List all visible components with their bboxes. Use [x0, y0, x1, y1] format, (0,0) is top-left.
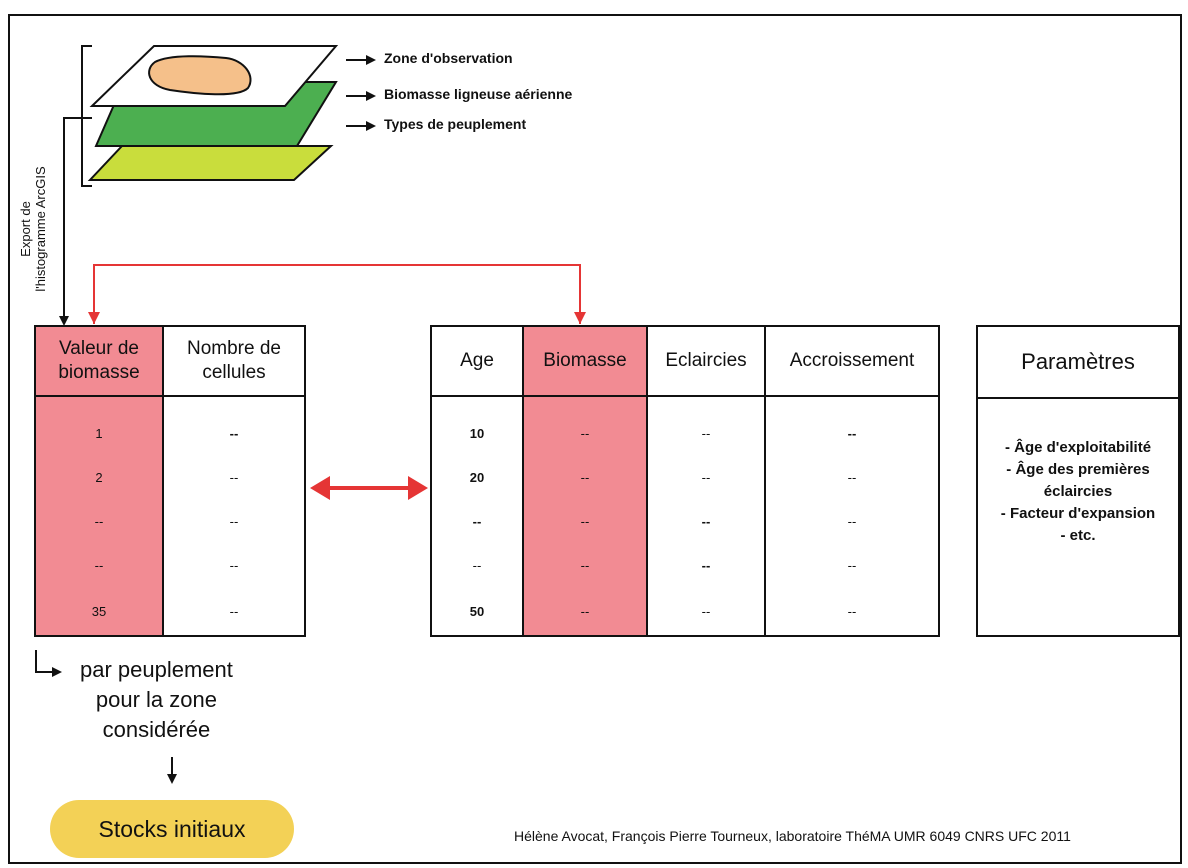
cell-biomasse-4: --	[580, 557, 590, 573]
double-arrow-left-head	[310, 476, 330, 500]
cell-age-3: --	[472, 513, 482, 529]
cell-valeur-4: --	[94, 557, 104, 573]
cell-eclaircies-2: --	[701, 469, 711, 485]
table-histogram: Valeur de biomasse 1 2 -- -- 35 Nombre d…	[34, 325, 306, 637]
layers-bracket	[81, 45, 92, 187]
cell-age-2: 20	[469, 469, 485, 485]
diagram-frame	[8, 14, 1182, 864]
table-peuplement: Age 10 20 -- -- 50 Biomasse -- -- -- -- …	[430, 325, 940, 637]
params-list: - Âge d'exploitabilité - Âge des premièr…	[978, 399, 1178, 547]
label-zone-observation: Zone d'observation	[384, 50, 513, 66]
header-biomasse: Biomasse	[524, 327, 646, 397]
label-biomasse-ligneuse: Biomasse ligneuse aérienne	[384, 86, 573, 102]
cell-accroissement-3: --	[847, 513, 857, 529]
params-item-5: - etc.	[1060, 527, 1096, 544]
header-eclaircies: Eclaircies	[648, 327, 764, 397]
cell-age-5: 50	[469, 603, 485, 619]
export-label-line1: Export de	[18, 201, 33, 257]
cell-nombre-2: --	[229, 469, 239, 485]
col-valeur-biomasse: Valeur de biomasse 1 2 -- -- 35	[36, 327, 162, 635]
cell-eclaircies-1: --	[701, 425, 711, 441]
cell-valeur-3: --	[94, 513, 104, 529]
cell-eclaircies-4: --	[701, 557, 711, 573]
cell-valeur-5: 35	[91, 603, 107, 619]
stocks-initiaux: Stocks initiaux	[50, 800, 294, 858]
cell-nombre-1: --	[229, 425, 239, 441]
biomass-link-head-left	[88, 312, 100, 324]
cell-biomasse-3: --	[580, 513, 590, 529]
label-types-peuplement: Types de peuplement	[384, 116, 527, 132]
header-nombre-cellules: Nombre de cellules	[164, 327, 304, 397]
cell-nombre-5: --	[229, 603, 239, 619]
export-arrow	[59, 117, 92, 326]
export-label: Export de l'histogramme ArcGIS	[18, 164, 48, 294]
params-item-2: - Âge des premières	[1006, 461, 1150, 478]
header-valeur-biomasse: Valeur de biomasse	[36, 327, 162, 397]
note-line1: par peuplement	[80, 657, 233, 682]
header-age: Age	[432, 327, 522, 397]
cell-accroissement-5: --	[847, 603, 857, 619]
params-item-4: - Facteur d'expansion	[1000, 505, 1156, 522]
header-accroissement: Accroissement	[766, 327, 938, 397]
cell-accroissement-1: --	[847, 425, 857, 441]
col-accroissement: Accroissement -- -- -- -- --	[764, 327, 938, 635]
cell-valeur-2: 2	[95, 469, 103, 485]
params-item-1: - Âge d'exploitabilité	[1004, 439, 1152, 456]
cell-biomasse-1: --	[580, 425, 590, 441]
cell-eclaircies-3: --	[701, 513, 711, 529]
note-peuplement: par peuplement pour la zone considérée	[80, 655, 233, 745]
double-arrow-right-head	[408, 476, 428, 500]
note-hook-arrow	[35, 650, 62, 677]
col-eclaircies: Eclaircies -- -- -- -- --	[646, 327, 764, 635]
cell-eclaircies-5: --	[701, 603, 711, 619]
cell-biomasse-5: --	[580, 603, 590, 619]
cell-biomasse-2: --	[580, 469, 590, 485]
params-item-3: éclaircies	[1043, 483, 1113, 500]
zone-blob	[148, 55, 252, 96]
cell-nombre-4: --	[229, 557, 239, 573]
note-line3: considérée	[102, 717, 211, 742]
cell-valeur-1: 1	[95, 425, 103, 441]
cell-accroissement-2: --	[847, 469, 857, 485]
col-age: Age 10 20 -- -- 50	[432, 327, 522, 635]
params-box: Paramètres - Âge d'exploitabilité - Âge …	[976, 325, 1180, 637]
note-line2: pour la zone	[95, 687, 217, 712]
col-nombre-cellules: Nombre de cellules -- -- -- -- --	[162, 327, 304, 635]
cell-age-4: --	[472, 557, 482, 573]
cell-age-1: 10	[469, 425, 485, 441]
layer-types-peuplement	[87, 145, 334, 181]
cell-nombre-3: --	[229, 513, 239, 529]
credit-text: Hélène Avocat, François Pierre Tourneux,…	[514, 828, 1071, 844]
params-header: Paramètres	[978, 327, 1178, 399]
cell-accroissement-4: --	[847, 557, 857, 573]
col-biomasse: Biomasse -- -- -- -- --	[522, 327, 646, 635]
biomass-link	[93, 264, 581, 324]
biomass-link-head-right	[574, 312, 586, 324]
export-label-line2: l'histogramme ArcGIS	[33, 166, 48, 292]
